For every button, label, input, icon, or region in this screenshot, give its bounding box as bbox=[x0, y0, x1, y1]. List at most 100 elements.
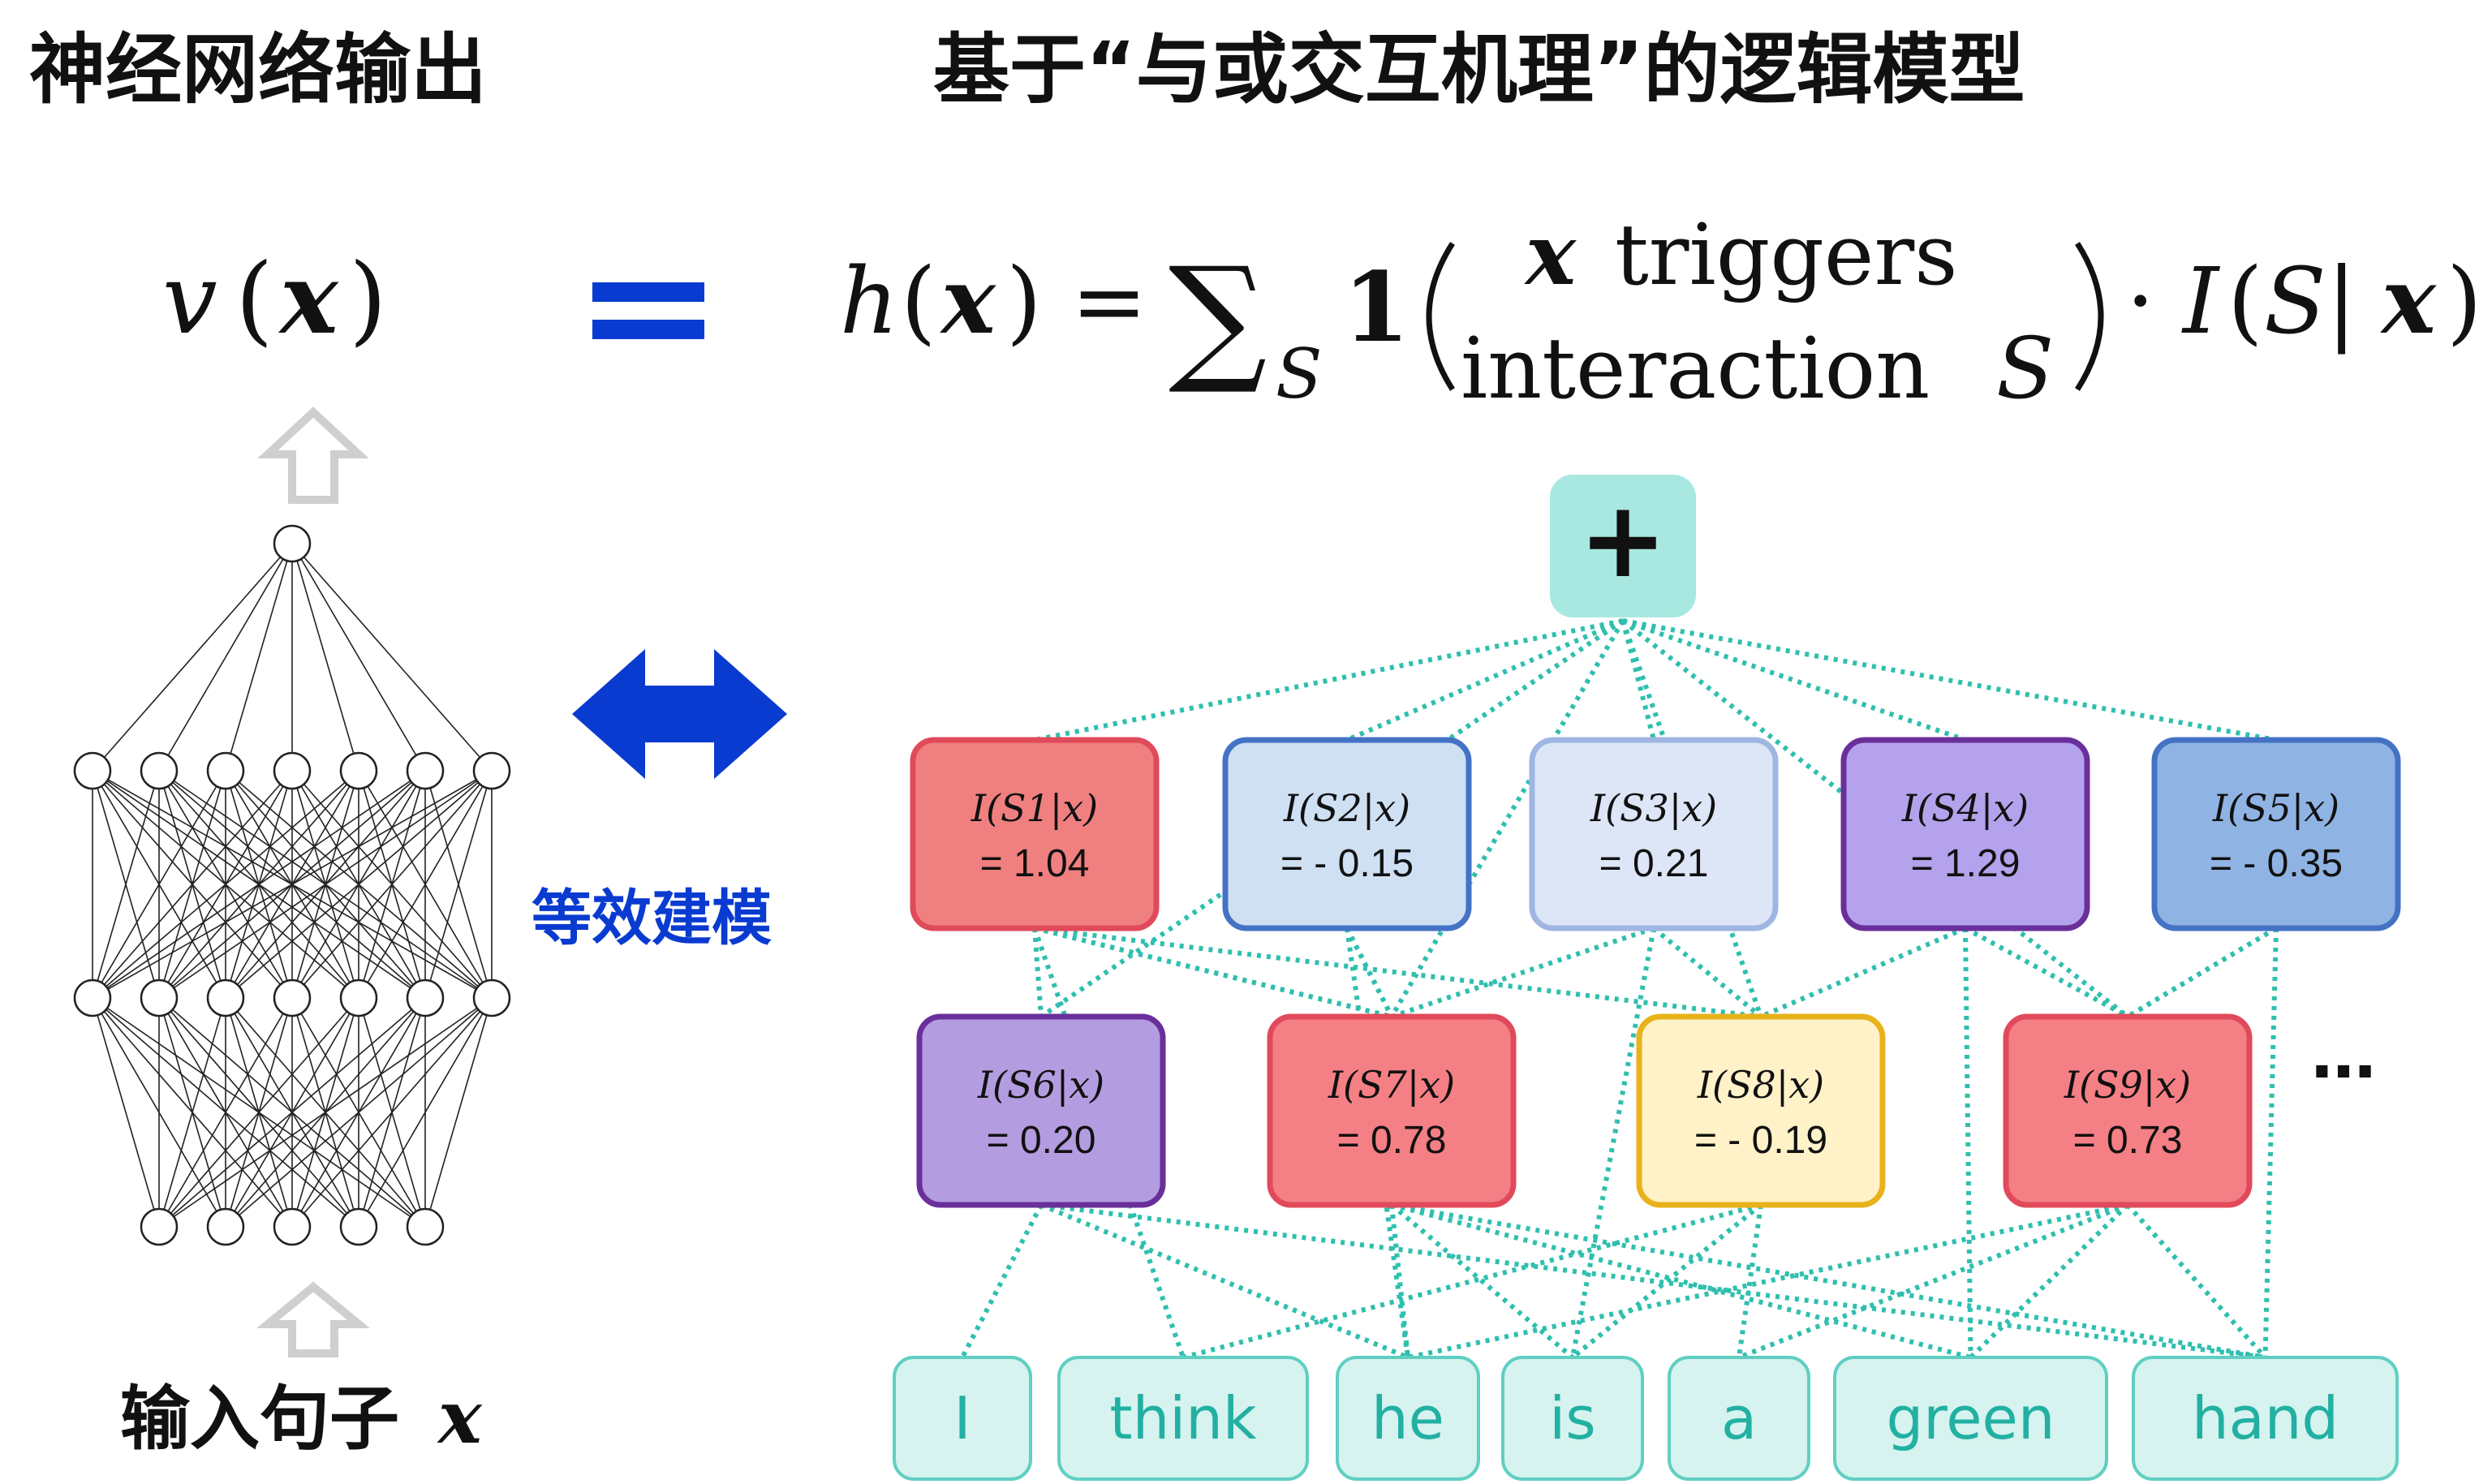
word-connector bbox=[1389, 1204, 1410, 1358]
nn-node bbox=[206, 979, 245, 1017]
nn-node bbox=[206, 1207, 245, 1246]
row-connector bbox=[1345, 927, 1394, 1018]
interaction-box-bg bbox=[1636, 1013, 1886, 1208]
word-token-bg bbox=[1501, 1356, 1644, 1481]
cond-left-paren bbox=[1426, 242, 1455, 391]
left-title: 神经网络输出 bbox=[29, 26, 487, 114]
indicator-one: 1 bbox=[1343, 251, 1410, 363]
interaction-value: = - 0.35 bbox=[2210, 842, 2343, 885]
interaction-box-bg bbox=[1222, 737, 1472, 931]
interaction-box-bg bbox=[1267, 1013, 1517, 1208]
word-connector bbox=[1391, 1202, 2266, 1360]
word-connector bbox=[1040, 1202, 2266, 1360]
interaction-box-bg bbox=[910, 737, 1160, 931]
nn-edge bbox=[158, 997, 226, 1228]
word-connector bbox=[1390, 1202, 1574, 1360]
word-connector bbox=[1737, 1202, 2129, 1360]
interaction-boxes: I(S1|x) = 1.04 I(S2|x)= - 0.15 I(S3|x) = 0.2… bbox=[910, 737, 2401, 1208]
lhs-close-paren: ) bbox=[349, 243, 387, 356]
sum-connector bbox=[1034, 618, 1624, 742]
cond-top-var: x bbox=[1524, 204, 1577, 304]
word-token-bg bbox=[1057, 1356, 1309, 1481]
word-connector bbox=[1039, 1202, 1410, 1360]
nn-edge bbox=[92, 543, 293, 772]
word-connector bbox=[960, 1203, 1044, 1359]
word-token-label: green bbox=[1887, 1384, 2055, 1452]
interaction-label: I(S8|x) bbox=[1697, 1063, 1824, 1107]
interaction-box: I(S2|x)= - 0.15 bbox=[1222, 737, 1472, 931]
nn-edge bbox=[92, 770, 160, 999]
nn-edge bbox=[424, 770, 493, 999]
nn-node bbox=[140, 979, 179, 1017]
interaction-value: = 0.73 bbox=[2073, 1119, 2183, 1162]
interaction-box: I(S1|x) = 1.04 bbox=[910, 737, 1160, 931]
row-connector bbox=[2126, 926, 2278, 1019]
sum-connector bbox=[1620, 620, 1763, 1017]
word-token-bg bbox=[2132, 1356, 2399, 1481]
lhs-open-paren: ( bbox=[235, 243, 273, 356]
sum-connector bbox=[1389, 619, 1625, 1018]
output-up-arrow-icon bbox=[257, 406, 369, 504]
word-token: I bbox=[893, 1356, 1032, 1481]
rhs-formula: h ( x ) = ∑ S 1 x triggers interaction S… bbox=[840, 204, 2482, 418]
sum-connector bbox=[1622, 618, 1966, 742]
nn-node bbox=[206, 751, 245, 790]
nn-edge bbox=[158, 770, 493, 999]
nn-node bbox=[339, 751, 378, 790]
nn-node bbox=[73, 751, 112, 790]
interaction-label: I(S6|x) bbox=[977, 1063, 1104, 1107]
interaction-box-bg bbox=[1529, 737, 1779, 931]
word-connector bbox=[1737, 1204, 1763, 1358]
interaction-value: = - 0.15 bbox=[1280, 842, 1414, 885]
nn-edge bbox=[291, 997, 493, 1228]
word-token-bg bbox=[1668, 1356, 1810, 1481]
nn-edge bbox=[291, 543, 493, 772]
interaction-value: = - 0.19 bbox=[1694, 1119, 1827, 1162]
input-up-arrow-icon bbox=[256, 1281, 370, 1357]
nn-edge bbox=[225, 997, 493, 1228]
word-connector bbox=[1570, 927, 1656, 1358]
word-token-label: is bbox=[1549, 1384, 1596, 1452]
interaction-label: I(S3|x) bbox=[1590, 786, 1717, 830]
word-connector bbox=[1182, 1202, 1762, 1360]
nn-node bbox=[140, 751, 179, 790]
nn-edge bbox=[158, 997, 493, 1228]
neural-network-edges bbox=[92, 543, 493, 1228]
interaction-box: I(S5|x)= - 0.35 bbox=[2151, 737, 2401, 931]
interaction-box-bg bbox=[2003, 1013, 2253, 1208]
word-token-label: I bbox=[953, 1384, 971, 1452]
interaction-label: I(S1|x) bbox=[971, 786, 1098, 830]
nn-edge bbox=[225, 543, 293, 772]
cond-right-paren bbox=[2075, 242, 2104, 391]
nn-node bbox=[73, 979, 112, 1017]
nn-edge bbox=[92, 770, 293, 999]
interaction-close-paren: ) bbox=[2447, 249, 2482, 355]
interaction-label: I(S4|x) bbox=[1901, 786, 2029, 830]
sum-connector bbox=[1345, 618, 1625, 742]
nn-edge bbox=[225, 770, 493, 999]
sum-node: + bbox=[1550, 475, 1696, 617]
cond-bottom-word: interaction bbox=[1461, 319, 1930, 418]
right-title: 基于“与或交互机理”的逻辑模型 bbox=[933, 26, 2025, 114]
mult-dot: · bbox=[2126, 249, 2155, 355]
interaction-box: I(S6|x)= 0.20 bbox=[916, 1013, 1166, 1208]
nn-node bbox=[339, 1207, 378, 1246]
equals-sign bbox=[592, 282, 704, 339]
interaction-value: = 0.21 bbox=[1599, 842, 1709, 885]
double-arrow-icon bbox=[572, 649, 787, 779]
row-connector bbox=[1759, 926, 1967, 1019]
nn-edge bbox=[158, 997, 359, 1228]
word-token: green bbox=[1833, 1356, 2108, 1481]
interaction-value: = 0.78 bbox=[1337, 1119, 1447, 1162]
sum-symbol: ∑ bbox=[1169, 238, 1267, 398]
interaction-value: = 1.04 bbox=[980, 842, 1090, 885]
nn-edge bbox=[358, 770, 493, 999]
word-connector bbox=[1969, 1202, 2130, 1360]
interaction-arg: S| bbox=[2264, 249, 2356, 355]
nn-node bbox=[406, 979, 445, 1017]
sum-subscript: S bbox=[1276, 334, 1323, 414]
interaction-box: I(S9|x)= 0.73 bbox=[2003, 1013, 2253, 1208]
interaction-box-bg bbox=[916, 1013, 1166, 1208]
nn-node bbox=[273, 1207, 312, 1246]
